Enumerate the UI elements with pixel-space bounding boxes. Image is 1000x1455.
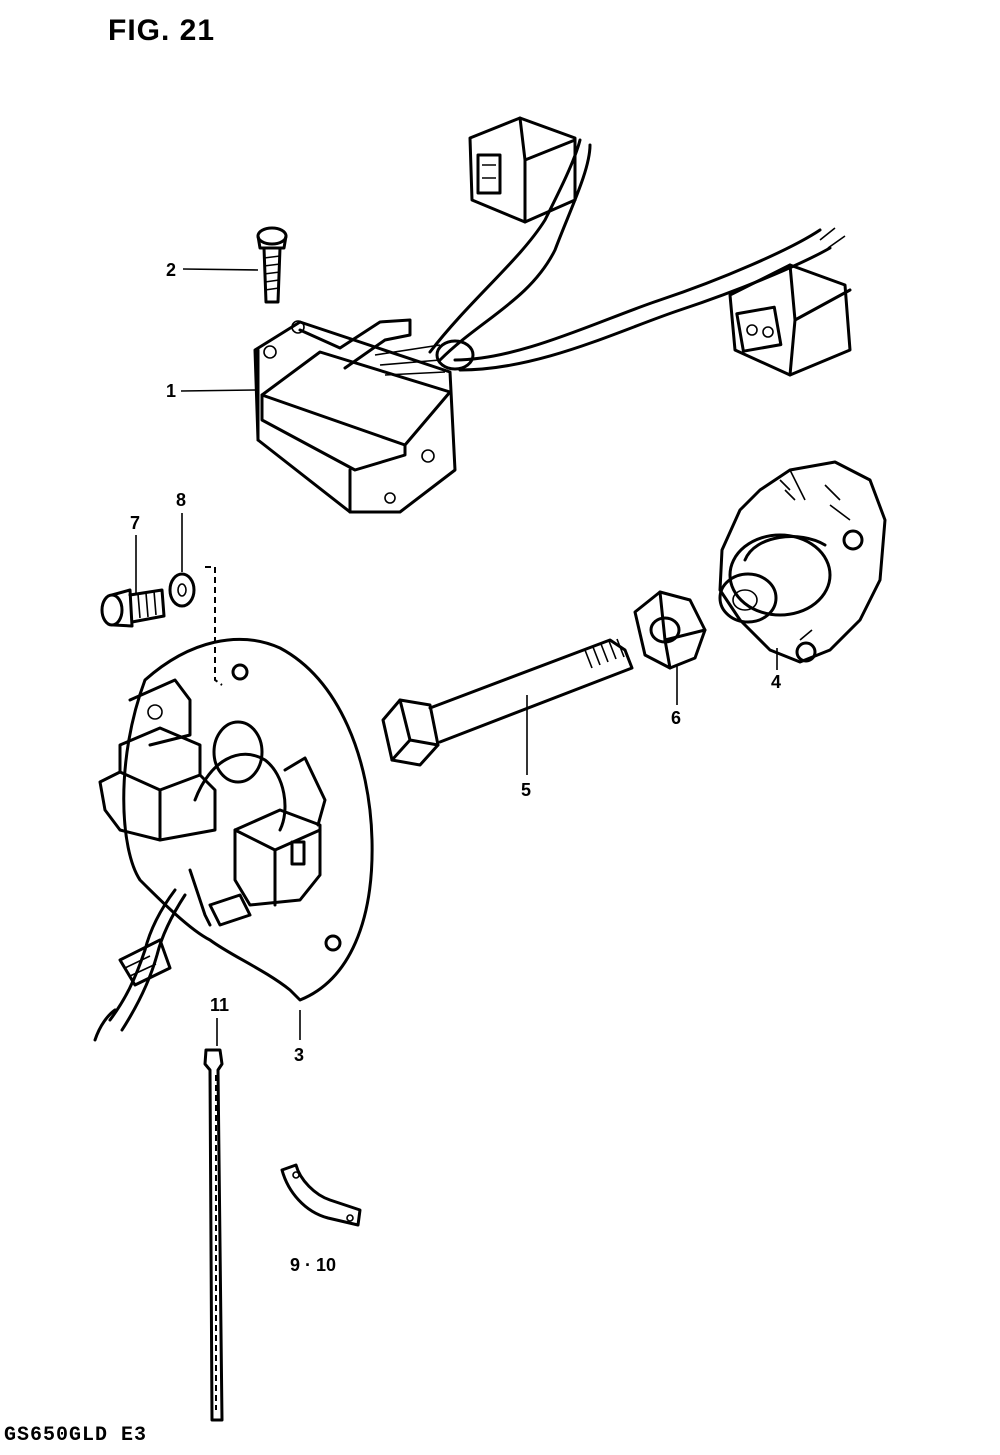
callout-8: 8: [176, 490, 187, 510]
part-11-cable-tie: [203, 1048, 224, 1422]
callout-7: 7: [130, 513, 141, 533]
part-8-washer: [168, 572, 196, 608]
callout-leaders: [135, 268, 778, 1046]
callout-5: 5: [521, 780, 532, 800]
callout-11: 11: [210, 995, 230, 1015]
callout-9-10: 9 · 10: [290, 1255, 337, 1275]
callout-4: 4: [771, 672, 782, 692]
callout-1: 1: [166, 381, 177, 401]
model-code: GS650GLD E3: [4, 1424, 148, 1447]
part-5-bolt: [381, 638, 634, 767]
alignment-line: [205, 566, 223, 686]
part-6-nut: [633, 590, 707, 670]
callout-2: 2: [166, 260, 177, 280]
part-4-advance-governor: [718, 460, 887, 664]
part-3-base-plate: [93, 637, 374, 1042]
callout-3: 3: [294, 1045, 305, 1065]
part-9-10-clamp: [280, 1163, 362, 1227]
part-7-screw: [100, 588, 166, 628]
figure-title: FIG. 21: [108, 14, 216, 47]
part-1-igniter-unit: [253, 116, 852, 514]
callout-6: 6: [671, 708, 682, 728]
part-2-screw: [256, 226, 288, 304]
